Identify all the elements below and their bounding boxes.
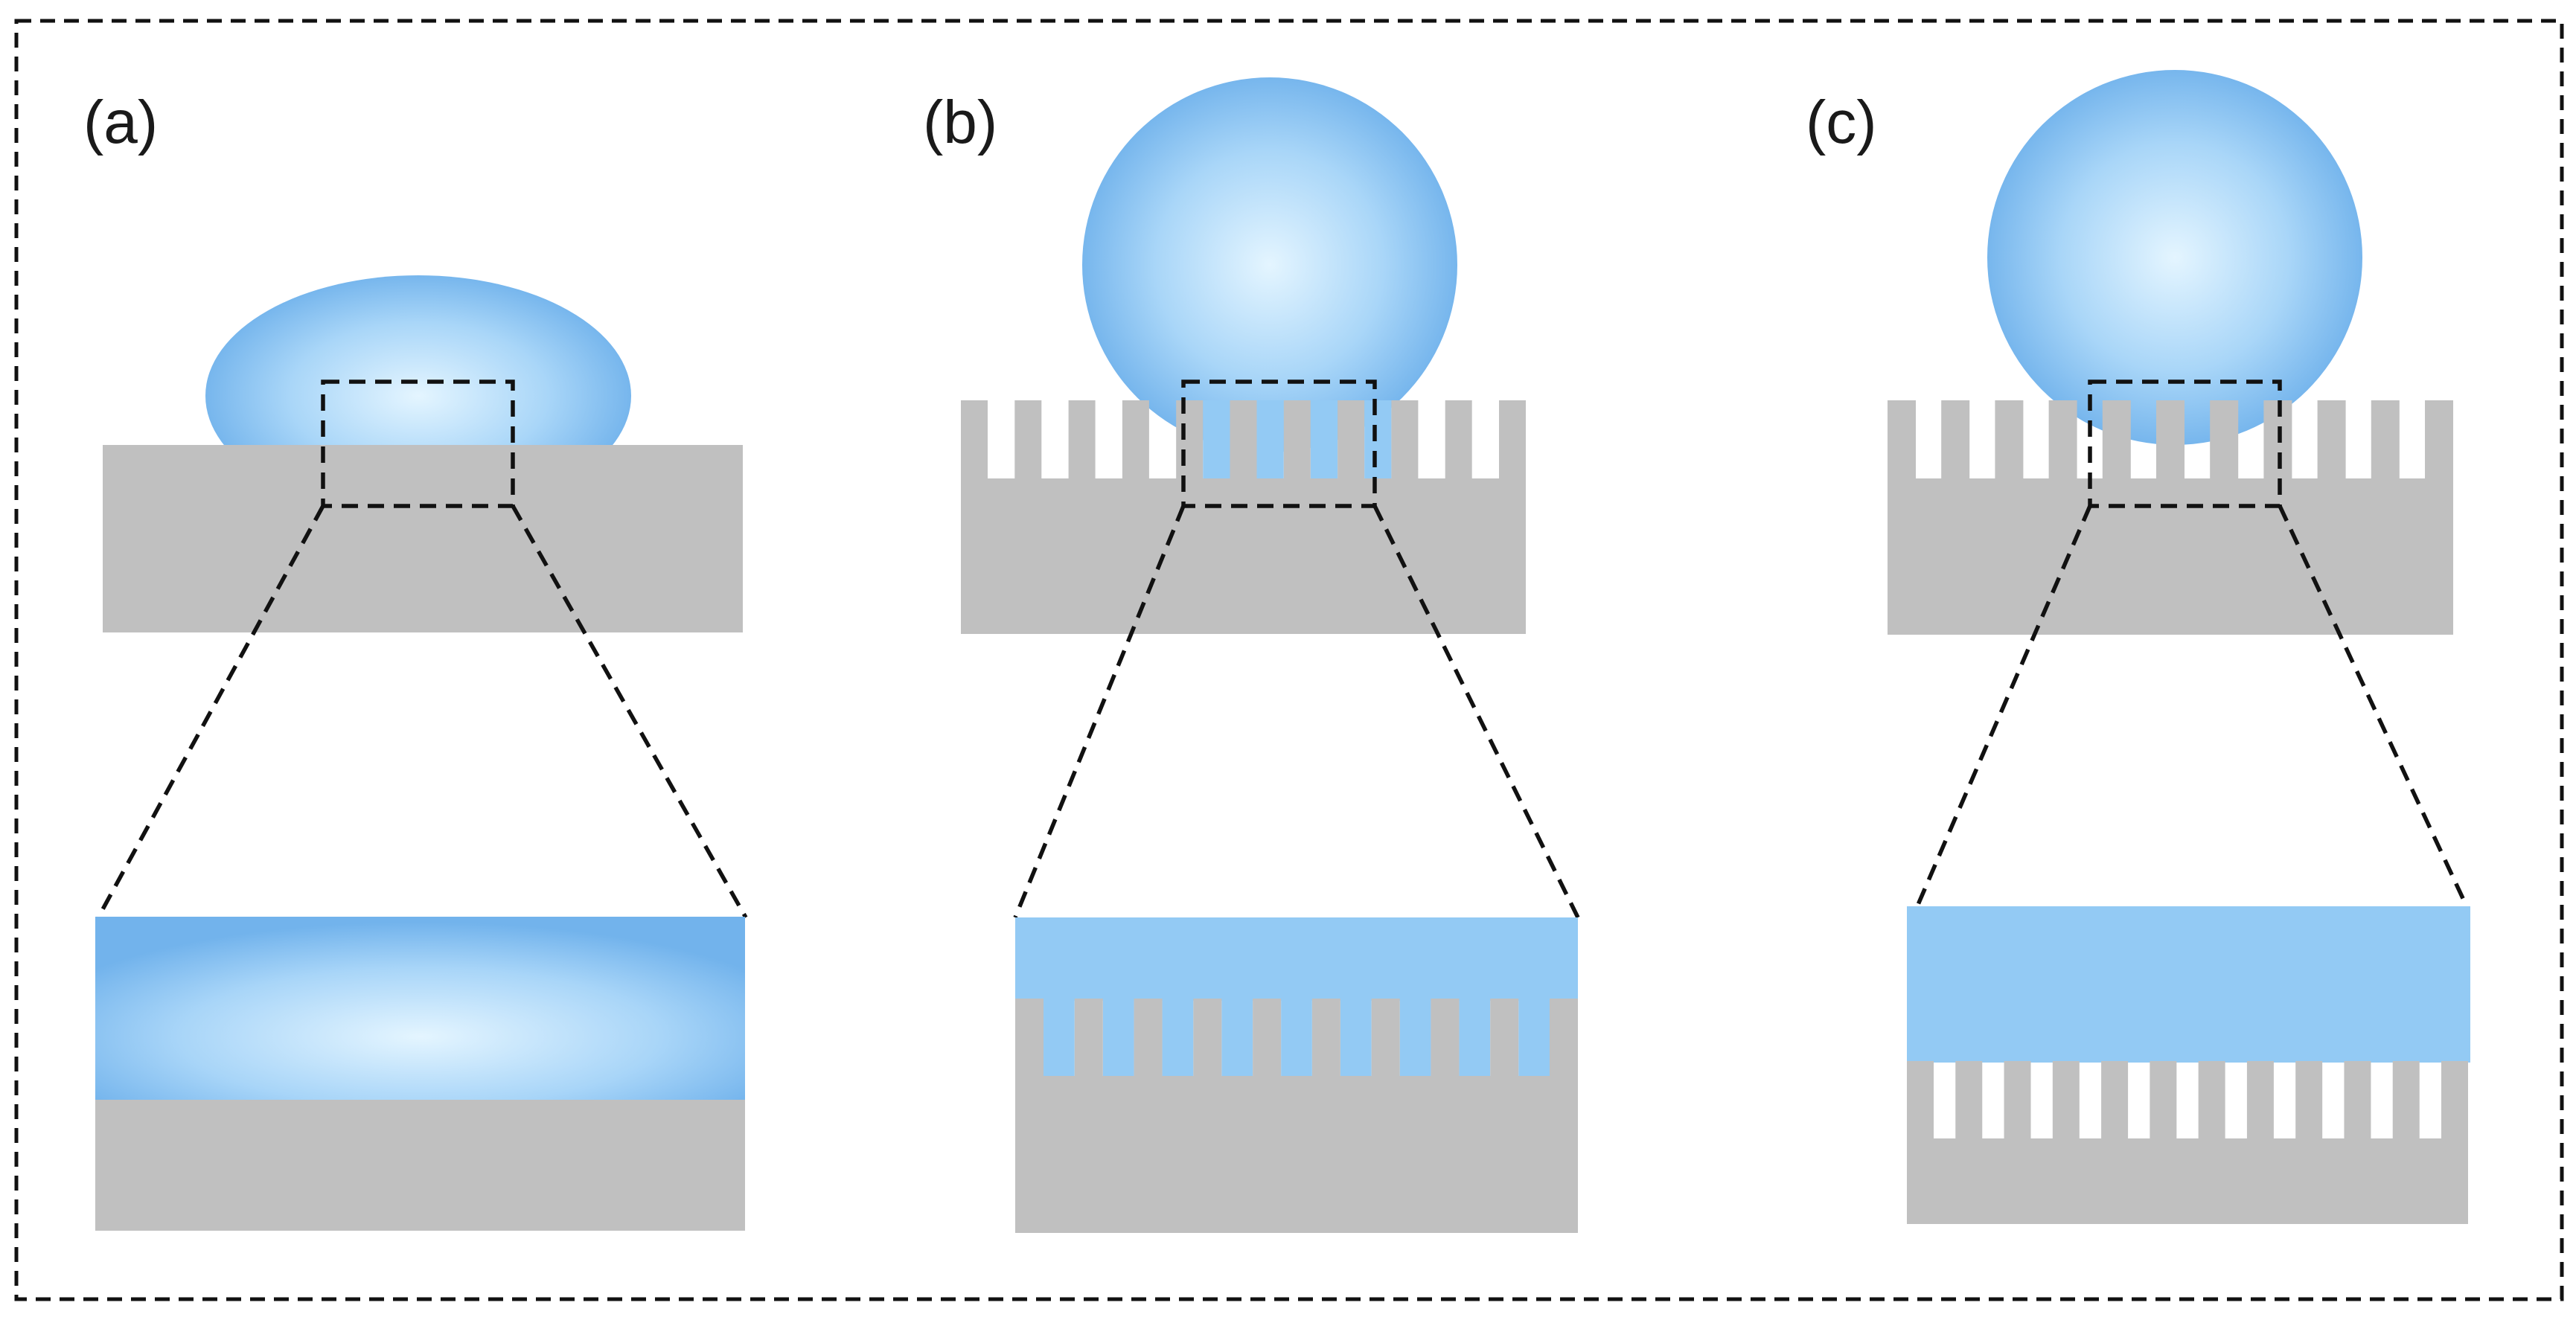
panel-b-zoom-pillar: [1015, 999, 1043, 1077]
panel-b-zoom-groove-liquid: [1043, 999, 1075, 1076]
panel-c-pillar: [1995, 400, 2024, 479]
panel-b-pillar: [1283, 400, 1311, 479]
panel-c-zoom-base: [1907, 1138, 2468, 1224]
panel-a: (a): [83, 89, 748, 1231]
panel-a-label: (a): [83, 89, 158, 156]
panel-b-zoom-groove-liquid: [1459, 999, 1491, 1076]
panel-b-label: (b): [923, 89, 997, 156]
panel-a-zoom-liquid: [95, 917, 745, 1101]
panel-b-zoom-pillar: [1490, 999, 1519, 1077]
panel-c-pillar: [1888, 400, 1916, 479]
panel-b-zoom-pillar: [1431, 999, 1460, 1077]
panel-b-zoom-pillar: [1134, 999, 1163, 1077]
panel-c-zoom-pillar: [2441, 1061, 2468, 1139]
panel-c-zoom-pillar: [1955, 1061, 1983, 1139]
panel-c-zoom-pillar: [2246, 1061, 2274, 1139]
panel-c-zoom-line-left: [1915, 504, 2092, 908]
panel-c-zoom-detail: [1907, 906, 2470, 1224]
panel-b-zoom-pillar: [1193, 999, 1222, 1077]
panel-b-pillar: [1499, 400, 1526, 479]
panel-b-pillar: [1068, 400, 1096, 479]
panel-b-zoom-groove-liquid: [1399, 999, 1431, 1076]
panel-b-pillar: [1122, 400, 1149, 479]
panel-c-zoom-pillar: [2392, 1061, 2420, 1139]
panel-b-pillar: [961, 400, 988, 479]
panel-c-pillar: [2371, 400, 2400, 479]
panel-c-base: [1888, 478, 2453, 635]
panel-a-substrate: [103, 445, 743, 632]
panel-c-label: (c): [1806, 89, 1877, 156]
panel-c-zoom-pillar: [2052, 1061, 2080, 1139]
panel-b-groove-liquid: [1256, 400, 1284, 478]
panel-c-zoom-pillar: [2004, 1061, 2031, 1139]
panel-c-pillar: [2156, 400, 2185, 479]
panel-a-zoom-line-left: [96, 504, 325, 919]
panel-b-pillar: [1445, 400, 1472, 479]
panel-c-zoom-pillar: [2344, 1061, 2371, 1139]
panel-c-zoom-pillar: [2295, 1061, 2323, 1139]
panel-b-zoom-pillar: [1371, 999, 1400, 1077]
panel-c-pillar: [2210, 400, 2239, 479]
panel-b-base: [961, 478, 1526, 634]
panel-c-pillar: [2425, 400, 2453, 479]
panel-a-zoom-substrate: [95, 1100, 745, 1231]
panel-a-zoom-line-right: [511, 504, 748, 919]
panel-c-zoom-pillar: [2150, 1061, 2177, 1139]
panel-c-zoom-liquid: [1907, 906, 2470, 1063]
panel-b-zoom-pillar: [1550, 999, 1578, 1077]
panel-c-textured-substrate: [1888, 400, 2453, 635]
panel-b-pillar: [1176, 400, 1204, 479]
panel-b-droplet: [1082, 77, 1457, 452]
panel-b-zoom-pillar: [1074, 999, 1103, 1077]
panel-b: (b): [923, 77, 1580, 1233]
panel-b-zoom-line-left: [1013, 504, 1186, 919]
panel-c-droplet: [1987, 70, 2362, 445]
panel-b-groove-liquid: [1364, 400, 1392, 478]
panel-b-zoom-liquid: [1015, 917, 1578, 1001]
panel-b-zoom-groove-liquid: [1102, 999, 1134, 1076]
panel-b-groove-liquid: [1203, 400, 1230, 478]
panel-b-zoom-pillar: [1311, 999, 1340, 1077]
panel-b-textured-substrate: [961, 400, 1526, 634]
panel-b-pillar: [1391, 400, 1419, 479]
panel-b-zoom-groove-liquid: [1162, 999, 1194, 1076]
panel-b-zoom-base: [1015, 1076, 1578, 1233]
panel-b-pillar: [1014, 400, 1042, 479]
panel-c-zoom-line-right: [2278, 504, 2469, 908]
panel-b-zoom-groove-liquid: [1221, 999, 1253, 1076]
panel-b-zoom-pillar: [1253, 999, 1282, 1077]
panel-c-zoom-pillar: [2198, 1061, 2225, 1139]
outer-frame: [14, 19, 2564, 1301]
panel-b-pillar: [1337, 400, 1365, 479]
panel-b-zoom-groove-liquid: [1281, 999, 1312, 1076]
panel-b-zoom-groove-liquid: [1340, 999, 1372, 1076]
panel-b-groove-liquid: [1310, 400, 1338, 478]
panel-c-pillar: [1941, 400, 1970, 479]
panel-c-zoom-pillar: [2101, 1061, 2129, 1139]
panel-b-zoom-groove-liquid: [1518, 999, 1550, 1076]
panel-b-pillar: [1230, 400, 1257, 479]
panel-c: (c): [1806, 70, 2470, 1224]
panel-c-pillar: [2048, 400, 2077, 479]
panel-c-pillar: [2317, 400, 2346, 479]
panel-b-zoom-detail: [1015, 917, 1578, 1233]
panel-c-pillar: [2102, 400, 2131, 479]
panel-c-zoom-pillar: [1907, 1061, 1934, 1139]
